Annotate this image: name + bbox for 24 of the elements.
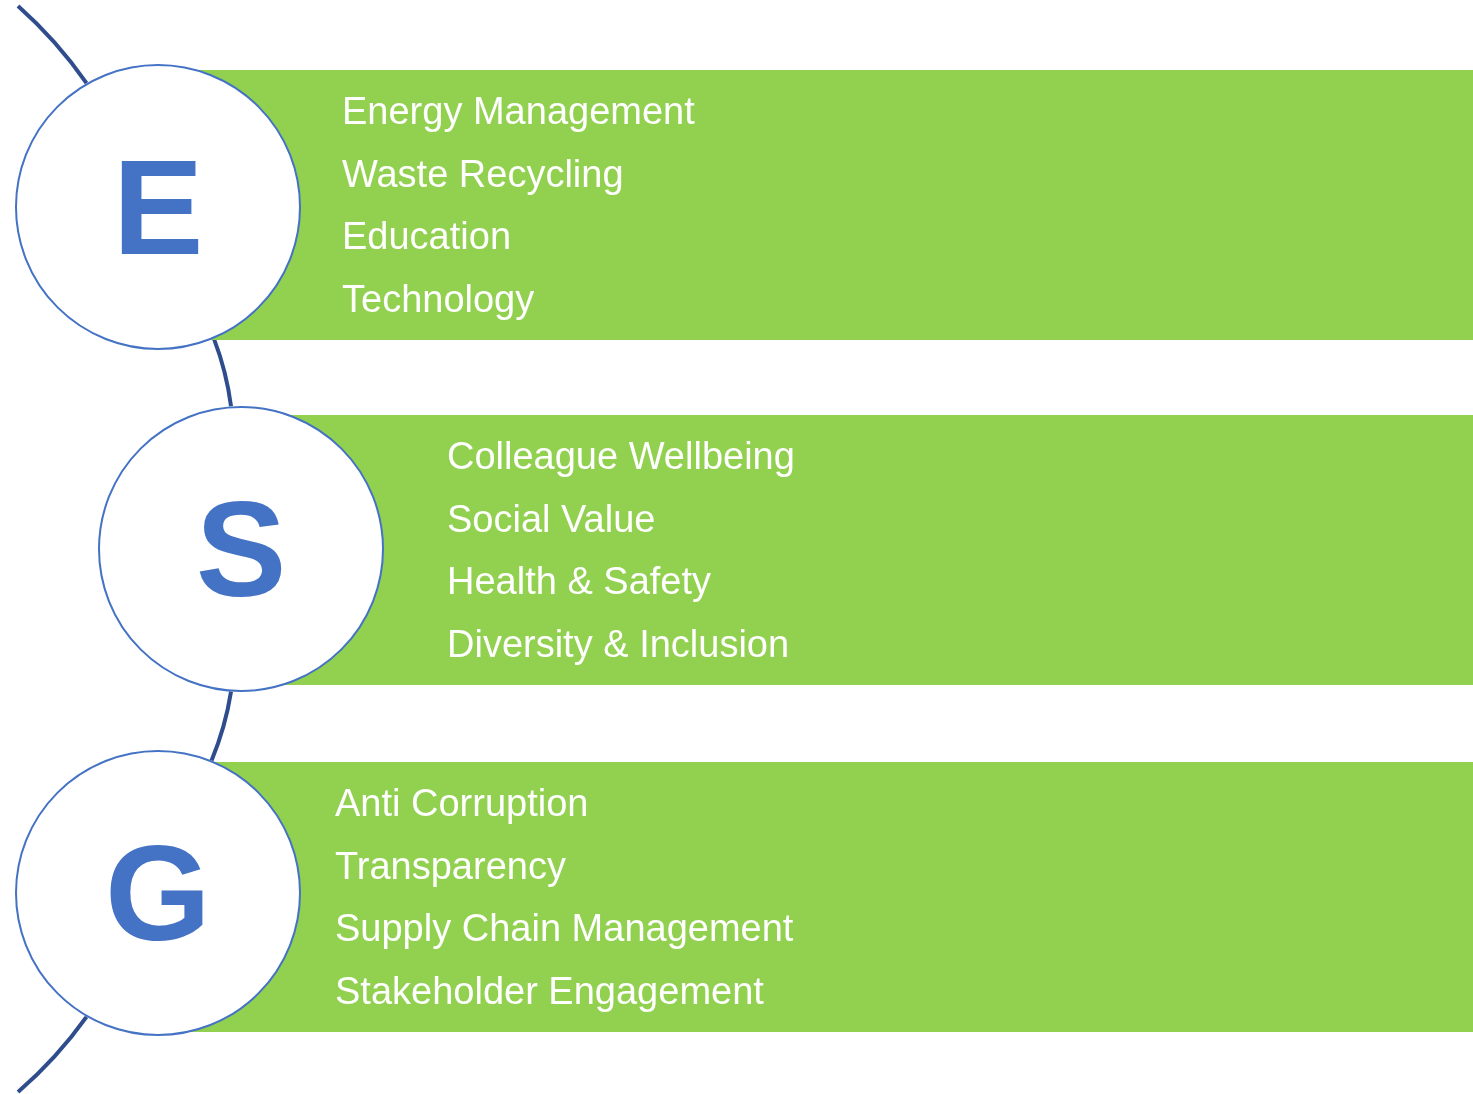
connector-line bbox=[16, 4, 89, 85]
topic-text: Energy Management bbox=[342, 89, 695, 134]
topic-text: Stakeholder Engagement bbox=[335, 968, 764, 1014]
topic-text: Waste Recycling bbox=[342, 151, 624, 197]
topic-text: Health & Safety bbox=[447, 559, 712, 604]
topic-band bbox=[301, 70, 1473, 340]
category-letter: G bbox=[105, 825, 211, 961]
connector-line bbox=[209, 691, 233, 762]
topic-text: Transparency bbox=[335, 843, 566, 889]
category-letter: S bbox=[195, 481, 287, 617]
topic-band bbox=[384, 415, 1473, 685]
topic-text: Supply Chain Management bbox=[335, 906, 794, 951]
topic-text: Anti Corruption bbox=[335, 781, 589, 826]
letter-circle bbox=[98, 406, 384, 692]
topic-text: Education bbox=[342, 214, 511, 259]
letter-circle bbox=[15, 64, 301, 350]
topic-text: Diversity & Inclusion bbox=[447, 621, 790, 667]
topic-text: Social Value bbox=[447, 496, 656, 542]
topic-text: Colleague Wellbeing bbox=[447, 434, 795, 479]
connector-line bbox=[16, 1015, 89, 1094]
topic-band bbox=[301, 762, 1473, 1032]
letter-circle bbox=[15, 750, 301, 1036]
topic-text: Technology bbox=[342, 276, 535, 322]
category-letter: E bbox=[112, 139, 204, 275]
